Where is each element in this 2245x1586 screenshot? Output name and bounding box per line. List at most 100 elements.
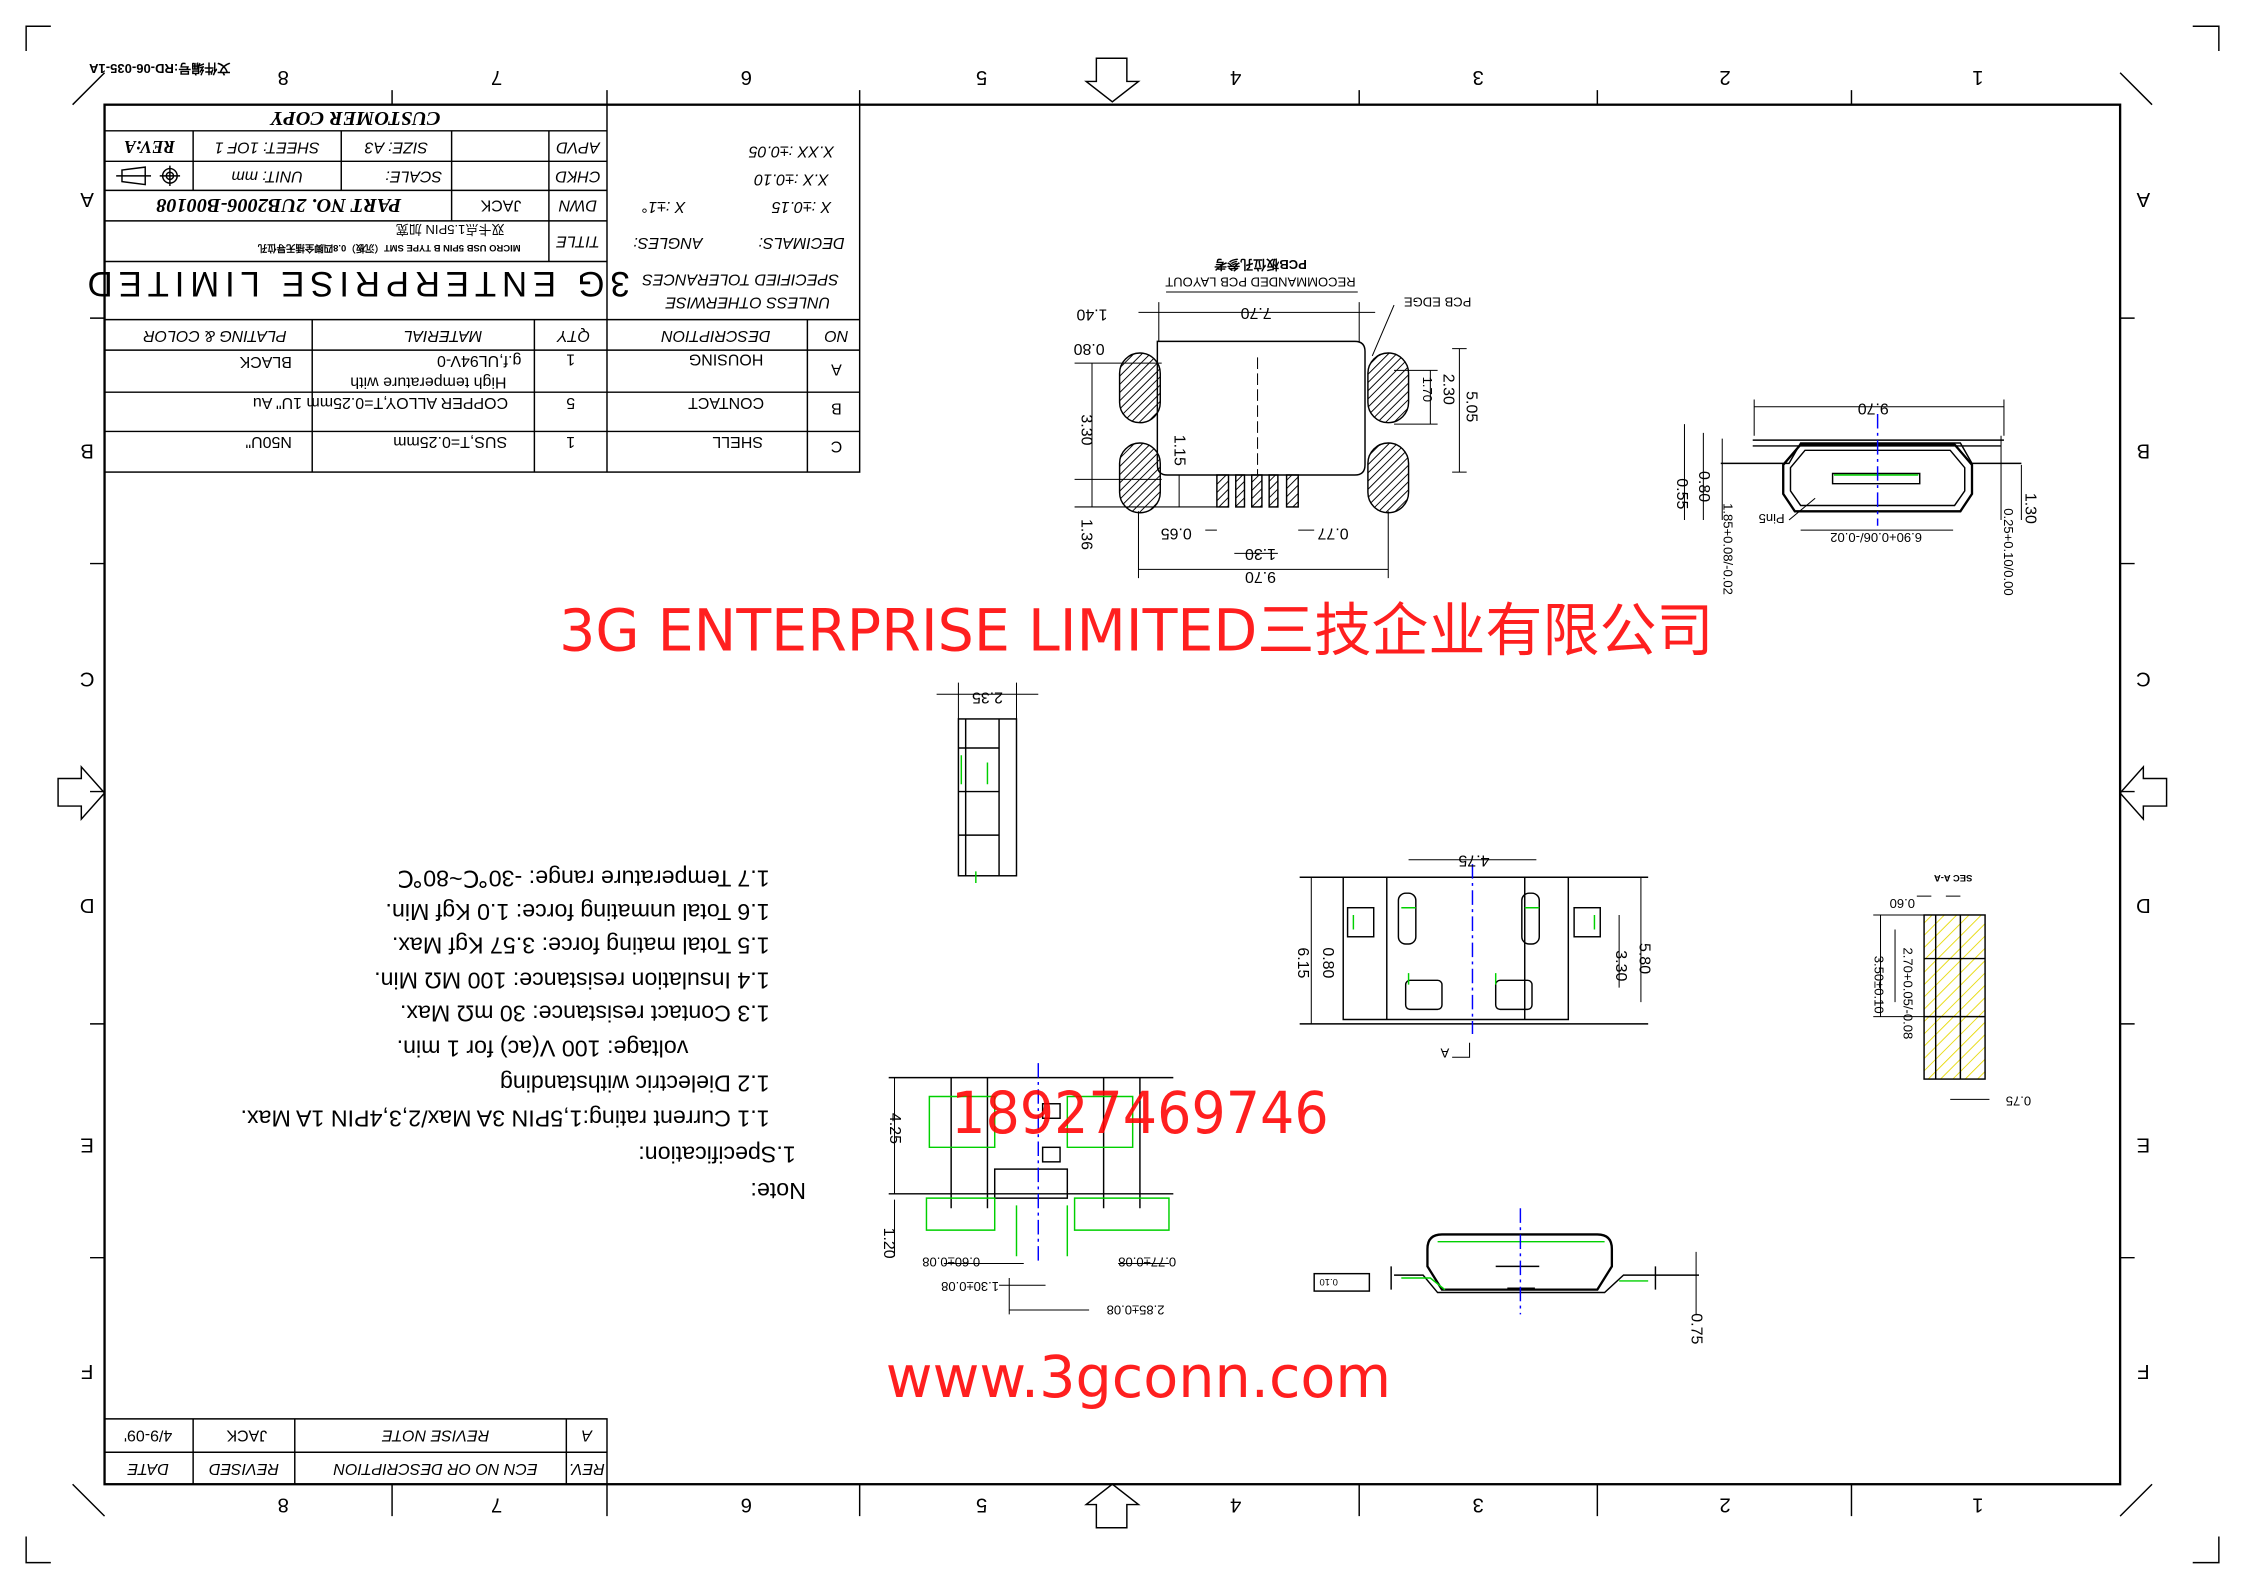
zone-col-8: 8 [278, 66, 289, 88]
tolerance-line-1: UNLESS OTHERWISE [665, 294, 830, 311]
size-label: SIZE: A3 [365, 138, 428, 155]
dimension-label: 0.77 [1317, 525, 1348, 542]
bom-material: SUS,T=0.25mm [393, 433, 507, 450]
revision-header-date: DATE [127, 1460, 169, 1477]
bom-header-material: MATERIAL [404, 327, 483, 344]
dimension-label: 2.35 [972, 689, 1003, 706]
watermark-website: www.3gconn.com [886, 1343, 1391, 1411]
bom-qty: 5 [566, 394, 575, 411]
zone-row-b: B [80, 439, 94, 461]
title-line-2: 双卡点1.5PIN 加宽 [396, 222, 505, 237]
dimension-label: 5.80 [1635, 943, 1652, 974]
note-line: 1.4 Insulation resistance: 100 MΩ Min. [374, 967, 770, 993]
zone-row-e: E [80, 1133, 94, 1155]
zone-row-d-right: D [2136, 894, 2151, 916]
zone-col-3: 3 [1473, 66, 1484, 88]
zone-col-4-bottom: 4 [1230, 1494, 1241, 1516]
dimension-label: 5.05 [1463, 391, 1480, 422]
zone-col-2: 2 [1719, 66, 1730, 88]
zone-col-5-bottom: 5 [976, 1494, 987, 1516]
apvd-label: APVD [556, 138, 601, 155]
dimension-label: 0.80 [1695, 471, 1712, 502]
zone-col-2-bottom: 2 [1719, 1494, 1730, 1516]
dimension-label: 9.70 [1245, 568, 1276, 585]
bom-material: High temperature with [350, 374, 506, 391]
dimension-label: 0.25+0.10/0.00 [2001, 508, 2016, 595]
unit-label: UNIT: mm [231, 167, 303, 184]
dimension-label: 1.40 [1076, 305, 1107, 322]
pcb-pad-hole [1118, 352, 1410, 514]
revision-block: A REVISE NOTE JACK 4/9-09' REV. ECN NO O… [104, 1418, 608, 1485]
zone-row-c-right: C [2136, 667, 2151, 689]
bom-header-qty: QTY [556, 327, 590, 344]
note-line: 1.3 Contact resistance: 30 mΩ Max. [400, 1001, 770, 1027]
drawing-border [57, 57, 2168, 1529]
bom-qty: 1 [566, 433, 575, 450]
revision-revised-by: JACK [226, 1426, 267, 1443]
zone-col-4: 4 [1230, 66, 1241, 88]
pcb-layout-subtitle: PCB板位孔参考 [1214, 257, 1307, 272]
dwn-label: DWN [558, 196, 597, 213]
dimension-label: 1.30 [1245, 545, 1276, 562]
zone-row-c: C [80, 667, 95, 689]
tolerance-line-2: SPECIFIED TOLERANCES [642, 270, 839, 287]
dimension-label: 0.80 [1073, 340, 1104, 357]
notes: Note: 1.Specification: 1.1 Current ratin… [240, 866, 805, 1204]
bom-plating: N50U" [245, 433, 291, 450]
zone-row-a: A [80, 188, 94, 210]
revision-date: 4/9-09' [124, 1426, 172, 1443]
dimension-label: 0.55 [1673, 478, 1690, 509]
zone-row-f-right: F [2137, 1360, 2149, 1382]
zone-row-f: F [81, 1360, 93, 1382]
dimension-label: 6.15 [1294, 947, 1311, 978]
first-angle-projection-icon [116, 165, 181, 187]
dimension-label: 6.90+0.06/-0.02 [1830, 530, 1922, 545]
note-line: 1.2 Dielectric withstanding [500, 1070, 770, 1096]
dimension-label: 7.70 [1240, 304, 1271, 321]
zone-labels: 8 7 6 5 4 3 2 1 8 7 6 5 4 3 2 1 A B C D … [80, 66, 2151, 1515]
zone-row-d: D [80, 894, 95, 916]
dimension-label: 0.60 [1890, 896, 1915, 911]
dimension-label: 9.70 [1858, 400, 1889, 417]
decimals-label: DECIMALS: [759, 234, 845, 251]
revision-description: REVISE NOTE [382, 1426, 490, 1443]
note-line: 1.6 Total unmating force: 1.0 Kgf Min. [385, 899, 769, 925]
bottom-view: 4.25 1.20 0.60±0.08 0.77±0.08 1.30±0.08 … [880, 1063, 1176, 1317]
drawn-by: JACK [480, 196, 521, 213]
bom-description: HOUSING [689, 350, 764, 367]
zone-col-6-bottom: 6 [741, 1494, 752, 1516]
watermark: 3G ENTERPRISE LIMITED三技企业有限公司 1892746974… [559, 597, 1713, 1411]
zone-col-1-bottom: 1 [1972, 1494, 1983, 1516]
center-arrow-bottom [1084, 1483, 1141, 1529]
watermark-company: 3G ENTERPRISE LIMITED三技企业有限公司 [559, 597, 1713, 665]
dimension-label: 0.60±0.08 [922, 1255, 980, 1270]
section-a-a-view: SEC A-A 0.60 2.70+0.05/-0.08 3.50±0.10 0… [1872, 873, 2032, 1108]
center-arrow-right [2119, 764, 2168, 822]
scale-label: SCALE: [385, 167, 442, 184]
dimension-label: 0.75 [2006, 1093, 2031, 1108]
sheet-label: SHEET: 1OF 1 [215, 138, 320, 155]
dimension-label: 2.30 [1439, 374, 1456, 405]
center-arrow-top [1084, 57, 1141, 103]
dimension-label: 1.30±0.08 [941, 1279, 999, 1294]
bom-header-description: DESCRIPTION [661, 327, 771, 344]
end-view: 0.10 0.75 [1313, 1208, 1705, 1344]
title-label: TITLE [556, 233, 600, 250]
revision-header-description: ECN NO OR DESCRIPTION [333, 1460, 538, 1477]
dimension-label: 1.20 [880, 1228, 897, 1259]
bom-material: COPPER ALLOY,T=0.25mm 1U" Au [253, 394, 508, 411]
bom-description: CONTACT [688, 394, 764, 411]
dimension-label: 0.65 [1161, 525, 1192, 542]
zone-col-3-bottom: 3 [1473, 1494, 1484, 1516]
note-line: 1.7 Temperature range: -30℃~80℃ [397, 866, 770, 892]
bom-no: B [831, 400, 842, 417]
watermark-phone: 18927469746 [951, 1079, 1329, 1147]
bom-header-no: NO [824, 327, 848, 344]
zone-row-e-right: E [2137, 1133, 2151, 1155]
dimension-label: 3.30 [1612, 950, 1629, 981]
bom-row: C SHELL 1 SUS,T=0.25mm N50U" [245, 433, 842, 454]
section-mark-a: A [1440, 1045, 1449, 1060]
center-arrow-left [57, 764, 106, 822]
tolerance-xx: X.X :±0.10 [754, 170, 830, 187]
dimension-label: 1.70 [1420, 377, 1435, 402]
